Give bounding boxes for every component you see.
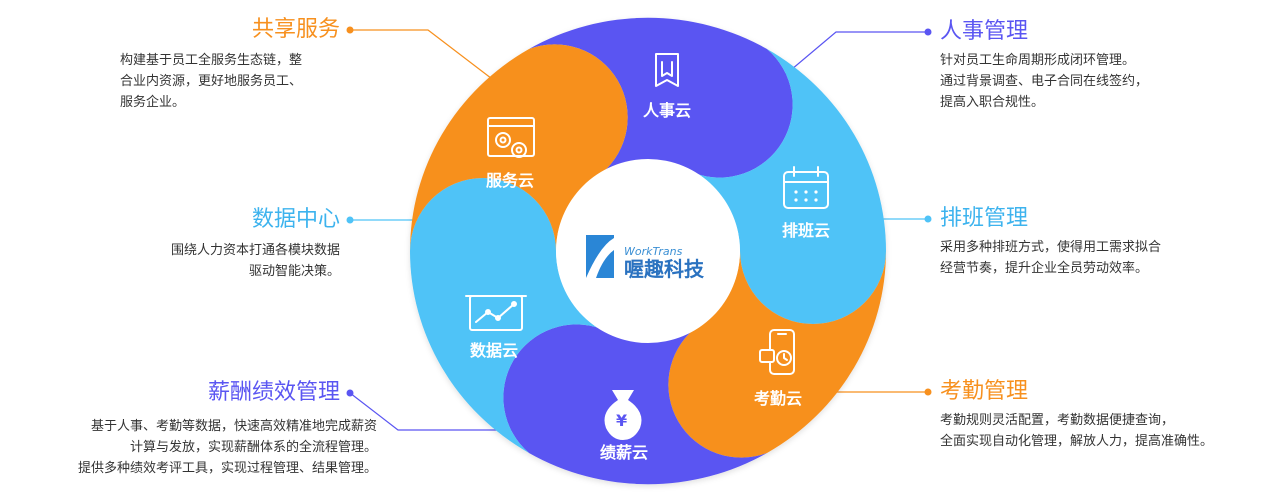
annotation-desc-schedule: 采用多种排班方式，使得用工需求拟合 经营节奏，提升企业全员劳动效率。 [940, 237, 1161, 279]
annotation-line: 针对员工生命周期形成闭环管理。 [940, 53, 1136, 68]
connector-dot-hr [924, 28, 932, 36]
segment-label-hr: 人事云 [643, 101, 691, 120]
annotation-line: 通过背景调查、电子合同在线签约， [940, 74, 1149, 89]
brand-logo-icon [586, 235, 614, 278]
annotation-title-salary: 薪酬绩效管理 [207, 380, 340, 405]
segment-label-data: 数据云 [470, 341, 518, 360]
annotation-line: 驱动智能决策。 [248, 264, 340, 279]
annotation-line: 经营节奏，提升企业全员劳动效率。 [940, 261, 1149, 276]
annotation-title-hr: 人事管理 [940, 19, 1029, 44]
annotation-line: 合业内资源，更好地服务员工、 [120, 74, 303, 89]
brand-en: WorkTrans [624, 245, 683, 258]
phone-clock-icon [759, 329, 795, 375]
svg-text:¥: ¥ [616, 411, 627, 430]
segment-data [410, 178, 602, 453]
annotation-title-schedule: 排班管理 [940, 206, 1029, 231]
segment-label-service: 服务云 [486, 171, 534, 190]
annotation-desc-hr: 针对员工生命周期形成闭环管理。 通过背景调查、电子合同在线签约， 提高入职合规性… [940, 50, 1148, 113]
annotation-line: 提供多种绩效考评工具，实现过程管理、结果管理。 [77, 461, 377, 476]
annotation-line: 提高入职合规性。 [940, 95, 1045, 110]
annotation-title-attendance: 考勤管理 [940, 379, 1029, 404]
money-bag-icon: ¥ [604, 390, 642, 440]
bookmark-icon [655, 53, 679, 87]
connector-dot-data [346, 216, 354, 224]
connector-dot-service [346, 26, 354, 34]
connector-dot-salary [346, 389, 354, 397]
gears-icon [487, 117, 535, 158]
segment-hr [529, 17, 793, 178]
center-hub: WorkTrans 喔趣科技 [556, 159, 740, 343]
segment-label-attendance: 考勤云 [754, 389, 802, 408]
segment-schedule [694, 49, 886, 324]
chart-board-icon [465, 295, 527, 331]
annotation-line: 围绕人力资本打通各模块数据 [170, 243, 340, 258]
annotation-line: 计算与发放，实现薪酬体系的全流程管理。 [129, 440, 377, 455]
annotation-desc-salary: 基于人事、考勤等数据，快速高效精准地完成薪资 计算与发放，实现薪酬体系的全流程管… [78, 416, 377, 479]
annotation-desc-service: 构建基于员工全服务生态链，整 合业内资源，更好地服务员工、 服务企业。 [120, 50, 302, 113]
annotation-title-service: 共享服务 [251, 17, 340, 42]
segment-label-schedule: 排班云 [782, 221, 830, 240]
brand-cn: 喔趣科技 [624, 257, 705, 281]
annotation-line: 构建基于员工全服务生态链，整 [120, 53, 303, 68]
calendar-icon [783, 166, 829, 209]
segment-label-salary: 绩薪云 [600, 443, 648, 462]
connector-dot-attendance [924, 388, 932, 396]
annotation-desc-data: 围绕人力资本打通各模块数据 驱动智能决策。 [171, 240, 340, 282]
connector-dot-schedule [924, 215, 932, 223]
segment-icons: ¥ [465, 53, 829, 440]
segment-labels: 人事云 排班云 考勤云 绩薪云 数据云 服务云 [470, 101, 830, 462]
annotation-line: 采用多种排班方式，使得用工需求拟合 [940, 240, 1162, 255]
annotation-line: 服务企业。 [120, 95, 186, 110]
annotation-line: 基于人事、考勤等数据，快速高效精准地完成薪资 [90, 419, 377, 434]
annotation-title-data: 数据中心 [251, 207, 340, 232]
connector-service [350, 29, 501, 86]
annotation-line: 考勤规则灵活配置，考勤数据便捷查询， [940, 413, 1175, 428]
annotation-line: 全面实现自动化管理，解放人力，提高准确性。 [940, 434, 1214, 449]
segment-salary [503, 324, 767, 485]
annotation-desc-attendance: 考勤规则灵活配置，考勤数据便捷查询， 全面实现自动化管理，解放人力，提高准确性。 [940, 410, 1213, 452]
center-circle [556, 159, 740, 343]
